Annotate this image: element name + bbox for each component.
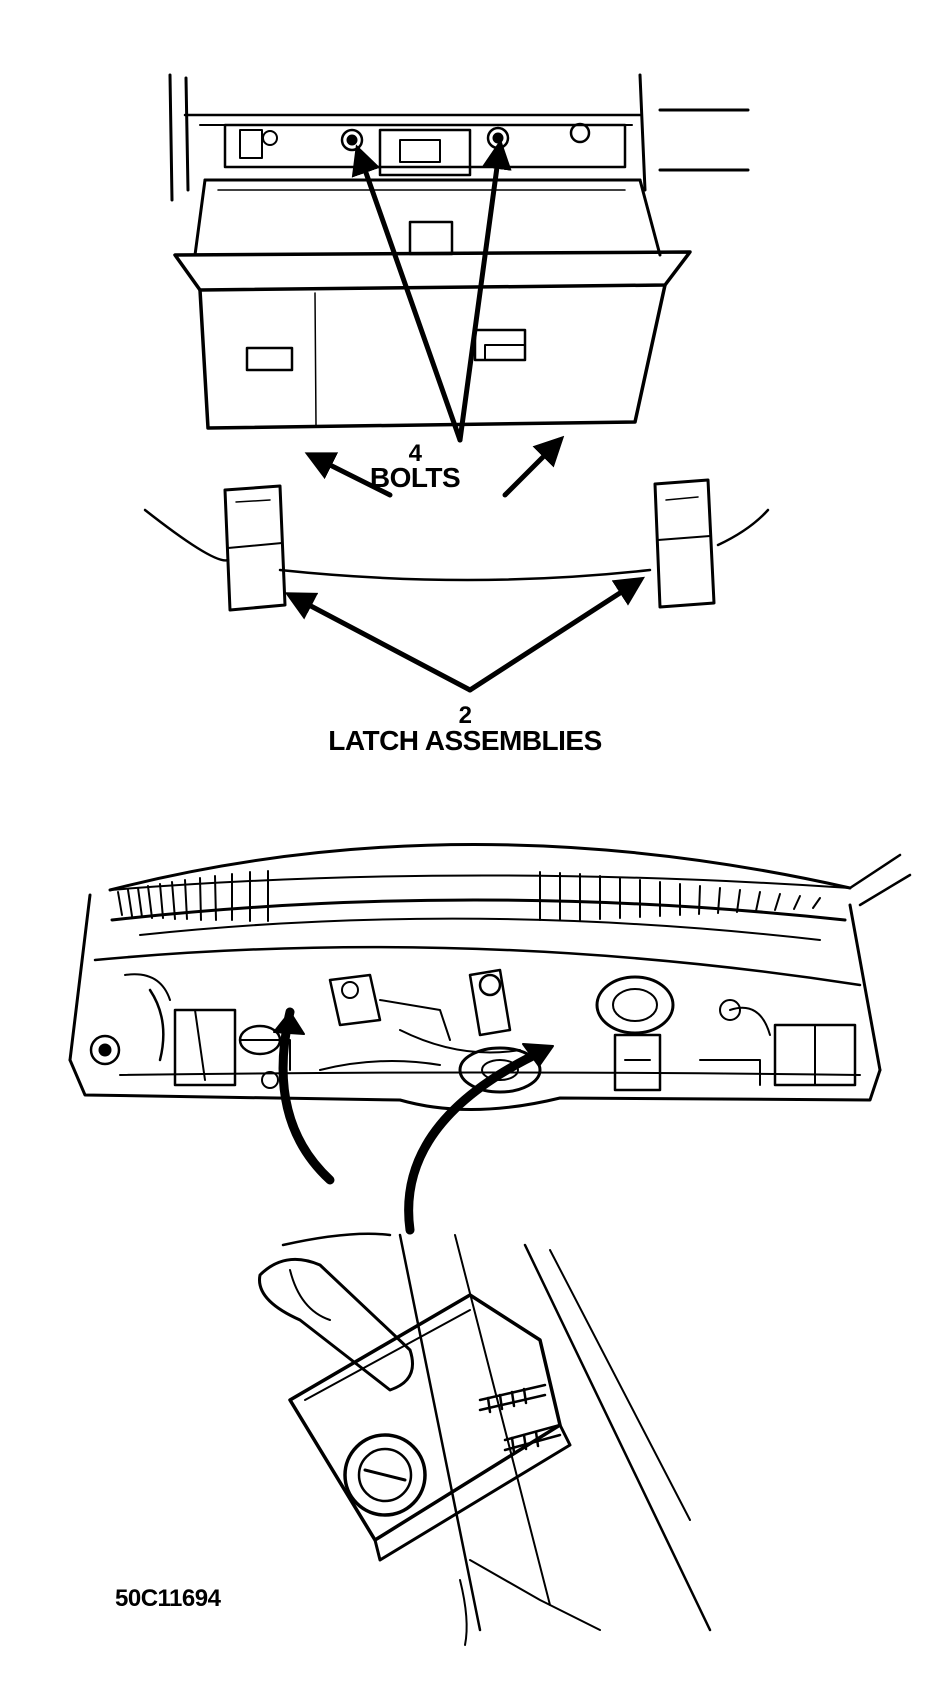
detail-callout-arrows [273,1007,554,1235]
latch-assemblies [143,478,770,612]
glovebox-assembly [168,73,750,430]
latch-assemblies-label: LATCH ASSEMBLIES [328,725,602,756]
latch-count-label: 2 [458,702,472,729]
figure-id-label: 50C11694 [115,1585,221,1612]
bolts-count-label: 4 [408,440,422,467]
bolt-leader-lines [304,139,565,498]
latch-leader-lines [284,576,646,693]
engine-bay [68,843,912,1112]
latch-closeup [258,1232,712,1646]
bolts-label: BOLTS [369,462,461,493]
